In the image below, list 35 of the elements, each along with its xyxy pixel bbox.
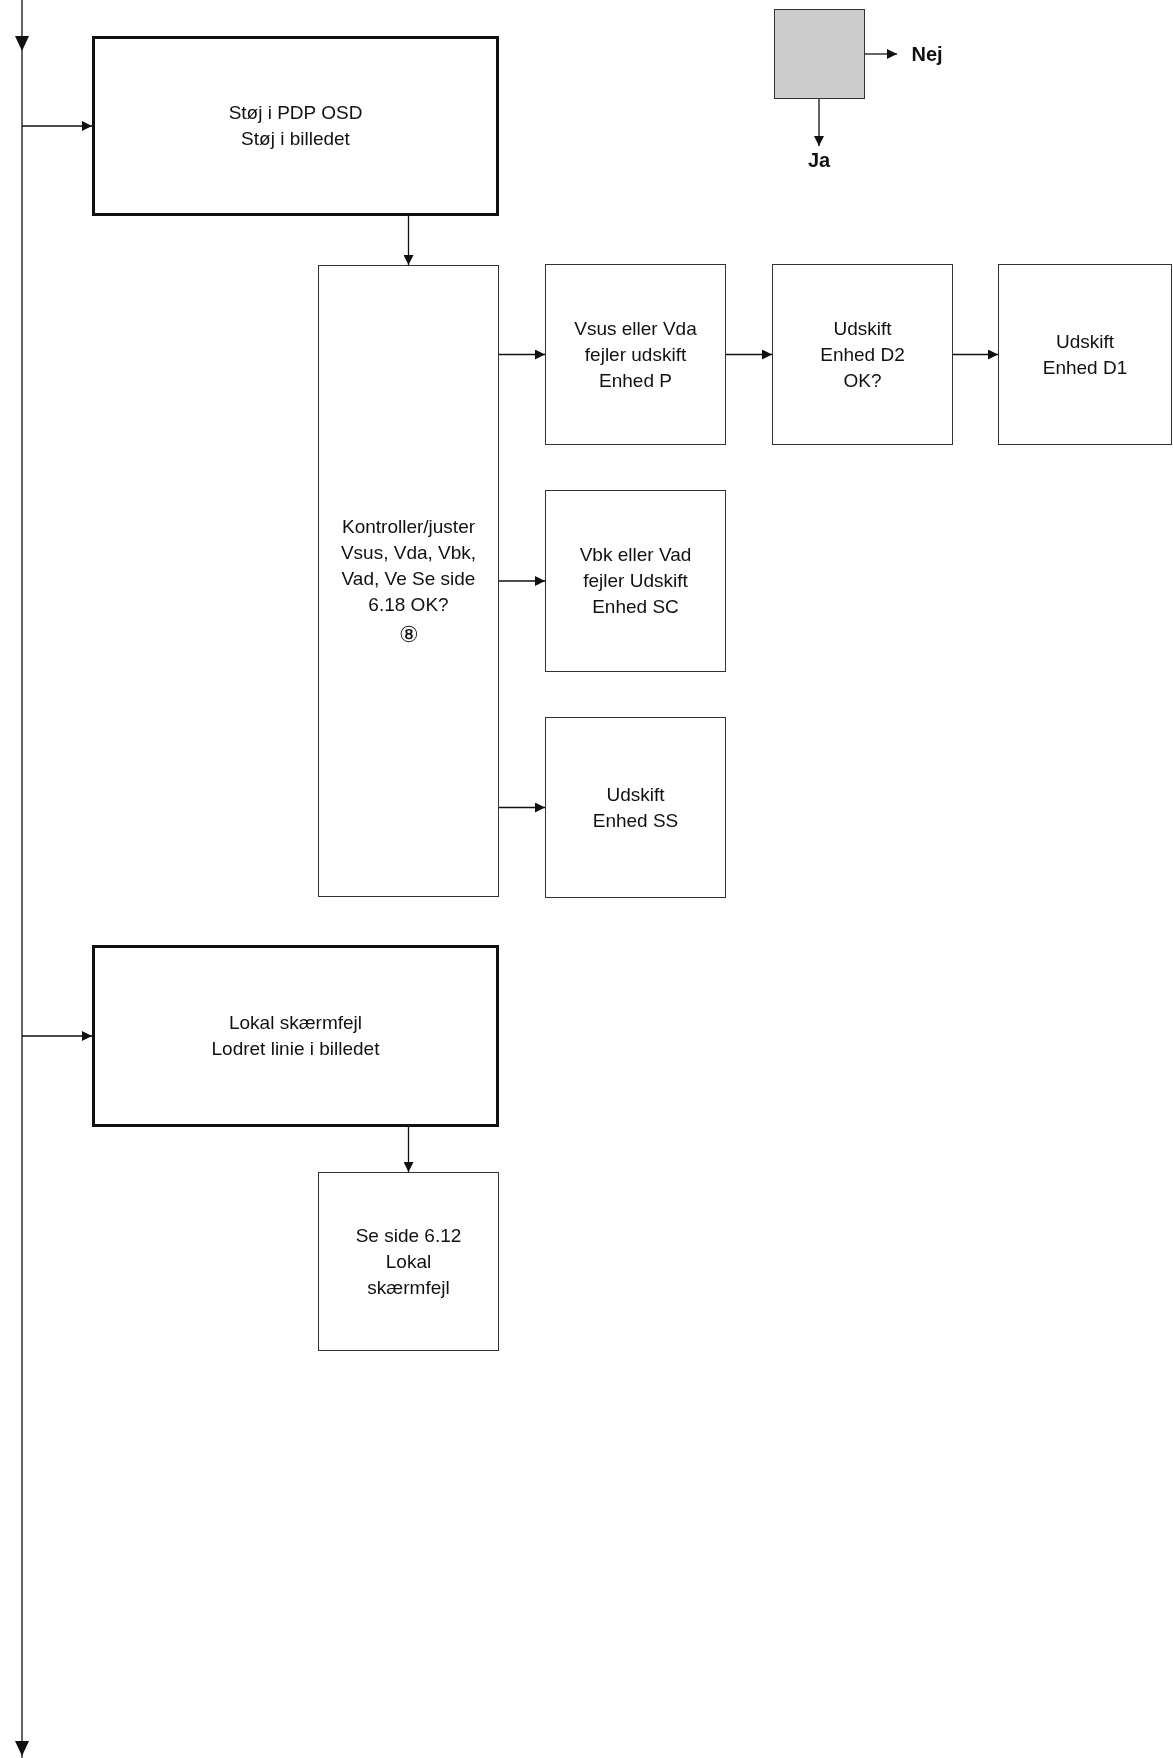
legend-label: Ja bbox=[799, 146, 839, 174]
arrow bbox=[498, 802, 546, 813]
arrow bbox=[403, 1126, 414, 1173]
process-box bbox=[545, 264, 726, 445]
box-text: Kontroller/juster Vsus, Vda, Vbk, Vad, Ve Se side 6.18 OK? bbox=[339, 515, 478, 617]
arrow bbox=[21, 1031, 93, 1041]
process-box bbox=[318, 1172, 499, 1351]
box-text: Lodret linie i billedet bbox=[211, 1037, 380, 1061]
box-text: Se side 6.12 Lokal skærmfejl bbox=[354, 1223, 463, 1300]
legend-label: Nej bbox=[897, 40, 957, 68]
box-text: Støj i billedet bbox=[241, 127, 350, 151]
process-box bbox=[318, 265, 499, 897]
process-box bbox=[772, 264, 953, 445]
process-box bbox=[998, 264, 1172, 445]
arrow bbox=[498, 576, 546, 586]
arrow bbox=[498, 349, 546, 360]
box-text: Udskift Enhed SS bbox=[591, 782, 680, 833]
arrow bbox=[952, 349, 999, 360]
process-box bbox=[545, 490, 726, 672]
process-box bbox=[545, 717, 726, 898]
arrow bbox=[864, 49, 898, 59]
box-text: Vbk eller Vad fejler Udskift Enhed SC bbox=[578, 543, 693, 619]
box-text: Udskift Enhed D2 OK? bbox=[819, 316, 906, 393]
arrow bbox=[403, 215, 414, 266]
arrow bbox=[21, 121, 93, 131]
box-text: Støj i PDP OSD bbox=[228, 101, 363, 125]
box-text: ⑧ bbox=[398, 622, 419, 648]
arrow bbox=[814, 98, 824, 147]
box-text: Lokal skærmfejl bbox=[228, 1011, 362, 1035]
box-text: Udskift Enhed D1 bbox=[1041, 329, 1129, 380]
arrow bbox=[725, 349, 773, 360]
legend-box bbox=[774, 9, 865, 99]
step-box bbox=[92, 945, 499, 1127]
step-box bbox=[92, 36, 499, 216]
box-text: Vsus eller Vda fejler udskift Enhed P bbox=[573, 316, 698, 393]
